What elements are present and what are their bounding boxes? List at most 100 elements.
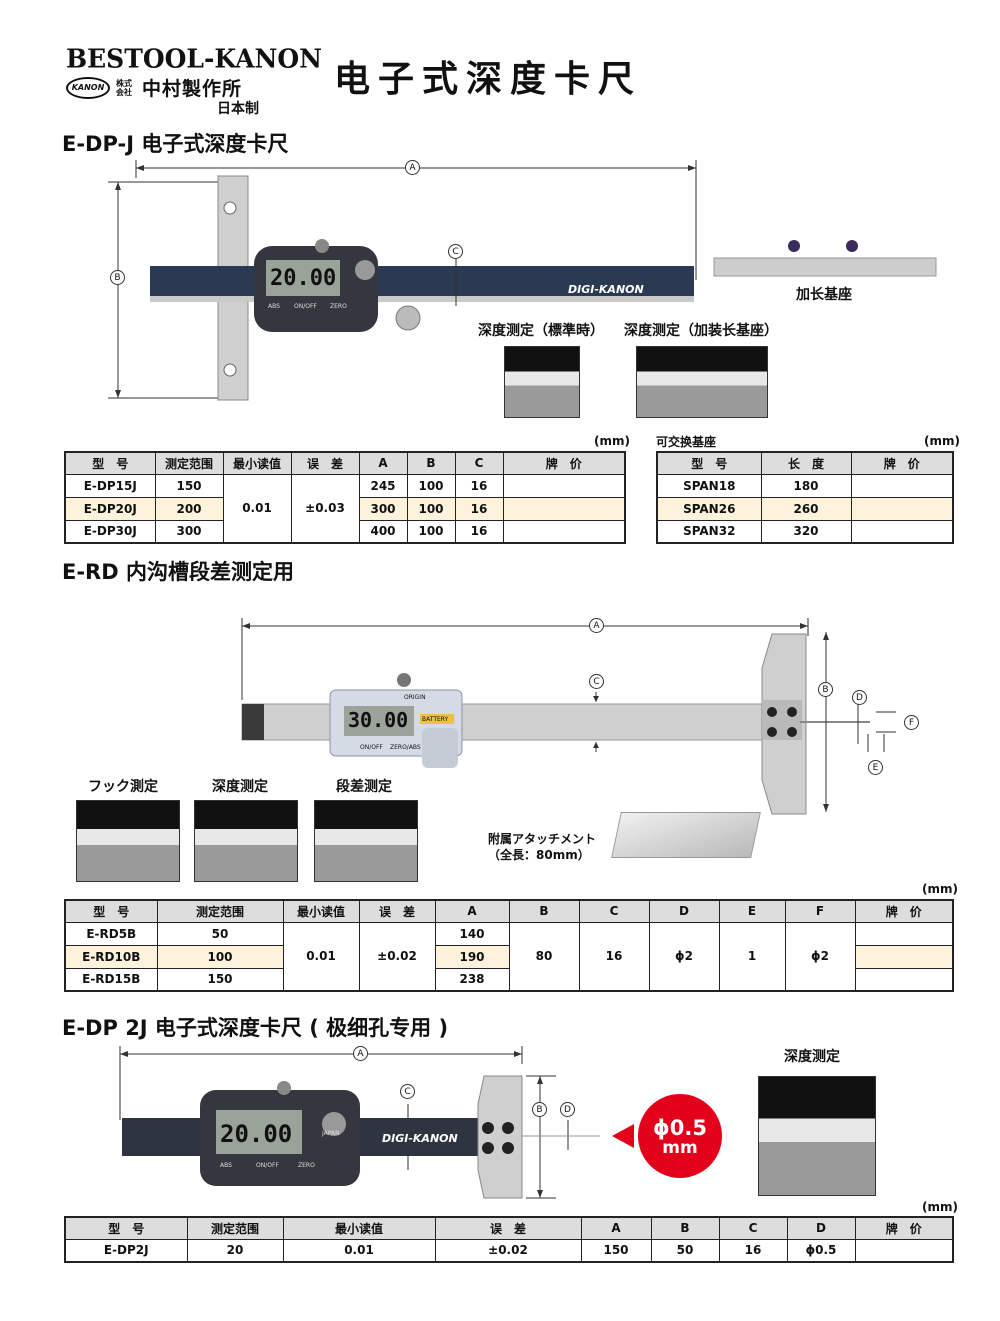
lcd-abs-label: ABS [268,303,280,310]
cell-price [854,967,954,992]
dim-d-marker: D [560,1102,575,1117]
cell-c: 16 [578,921,650,992]
photo-label-depth: 深度测定 [784,1049,840,1065]
lcd-zero-label: ZERO [330,303,347,310]
cell-b: 80 [508,921,580,992]
table-row: E-DP15J 150 0.01 ±0.03 245 100 16 [64,473,626,544]
th-e: E [718,899,786,923]
cell-range: 20 [186,1238,284,1263]
th-b: B [650,1216,720,1240]
cell-price [502,519,626,544]
cell-d: ϕ2 [648,921,720,992]
digi-kanon-label: DIGI-KANON [382,1132,458,1145]
cell-model: E-RD10B [64,944,158,969]
th-error: 误 差 [358,899,436,923]
cell-a: 245 [358,473,408,498]
attachment-label: 附属アタッチメント [488,832,597,846]
th-a: A [358,451,408,475]
cell-range: 200 [154,496,224,521]
dim-a-marker: A [405,160,420,175]
cell-b: 100 [406,496,456,521]
cell-price [850,473,954,498]
cell-model: SPAN26 [656,496,762,521]
table-row: E-RD5B 50 0.01 ±0.02 140 80 16 ϕ2 1 ϕ2 [64,921,954,992]
lcd-abs-label: ABS [220,1162,232,1169]
th-resolution: 最小读值 [282,899,360,923]
cell-c: 16 [718,1238,788,1263]
photo-depth-measure [194,800,298,882]
dim-b-marker: B [110,270,125,285]
cell-c: 16 [454,519,504,544]
attachment-length: （全長：80mm） [488,848,590,862]
lcd-onoff-label: ON/OFF [360,744,383,751]
th-c: C [718,1216,788,1240]
dim-b-marker: B [532,1102,547,1117]
th-price: 牌 价 [854,1216,954,1240]
table-row: E-DP20J 200 300 100 16 [64,496,626,521]
th-base-model: 型 号 [656,451,762,475]
cell-price [502,473,626,498]
cell-model: E-RD15B [64,967,158,992]
cell-price [502,496,626,521]
page-title: 电子式深度卡尺 [334,59,643,100]
lcd-onoff-label: ON/OFF [256,1162,279,1169]
cell-error: ±0.02 [434,1238,582,1263]
photo-extended-depth [636,346,768,418]
th-error: 误 差 [434,1216,582,1240]
photo-step-measure [314,800,418,882]
lcd-display-edp2j: 20.00 [220,1120,293,1148]
lcd-origin-label: ORIGIN [404,694,426,701]
cell-price [850,496,954,521]
th-b: B [406,451,456,475]
section-title-edp2j: E-DP 2J 电子式深度卡尺 ( 极细孔专用 ) [62,1016,449,1040]
table-row: E-DP2J 20 0.01 ±0.02 150 50 16 ϕ0.5 [64,1238,954,1263]
cell-price [854,921,954,946]
photo-fine-hole-depth [758,1076,876,1196]
photo-label-extended: 深度测定（加装长基座） [624,323,778,339]
th-error: 误 差 [290,451,360,475]
cell-b: 50 [650,1238,720,1263]
photo-label-hook: フック測定 [88,779,158,795]
photo-label-standard: 深度测定（標準時） [478,323,604,339]
base-table-unit: (mm) [924,434,960,448]
th-model: 型 号 [64,451,156,475]
table2-unit: (mm) [922,882,958,896]
th-model: 型 号 [64,1216,188,1240]
section-title-edpj: E-DP-J 电子式深度卡尺 [62,132,289,156]
table-row: E-RD15B 150 238 [64,967,954,992]
dim-d-marker: D [852,690,867,705]
erd-caliper-drawing [241,618,896,815]
callout-unit: mm [662,1138,698,1158]
th-length: 长 度 [760,451,852,475]
erd-spec-table: 型 号 测定范围 最小读值 误 差 A B C D E F 牌 价 E-RD5B… [64,899,954,992]
cell-resolution: 0.01 [282,921,360,992]
cell-model: E-DP30J [64,519,156,544]
section-title-erd: E-RD 内沟槽段差测定用 [62,560,294,584]
digi-kanon-label: DIGI-KANON [568,283,644,296]
cell-a: 190 [434,944,510,969]
cell-model: E-DP15J [64,473,156,498]
dim-c-marker: C [400,1084,415,1099]
lcd-display-edpj: 20.00 [270,266,337,291]
dim-c-marker: C [448,244,463,259]
table-row: SPAN32 320 [656,519,954,544]
cell-model: SPAN32 [656,519,762,544]
cell-model: E-DP20J [64,496,156,521]
th-range: 测定范围 [186,1216,284,1240]
callout-diameter: ϕ0.5 [653,1116,707,1140]
cell-b: 100 [406,473,456,498]
edp2j-spec-table: 型 号 测定范围 最小读值 误 差 A B C D 牌 价 E-DP2J 20 … [64,1216,954,1263]
cell-c: 16 [454,473,504,498]
dim-e-marker: E [868,760,883,775]
photo-label-depth: 深度测定 [212,779,268,795]
th-d: D [648,899,720,923]
cell-range: 300 [154,519,224,544]
table-row: SPAN18 180 [656,473,954,498]
cell-b: 100 [406,519,456,544]
photo-label-step: 段差测定 [336,779,392,795]
cell-range: 150 [156,967,284,992]
kanon-badge: KANON [66,76,110,99]
table3-unit: (mm) [922,1200,958,1214]
lcd-zero-label: ZERO/ABS [390,744,421,751]
company-prefix: 株式会社 [116,78,132,97]
